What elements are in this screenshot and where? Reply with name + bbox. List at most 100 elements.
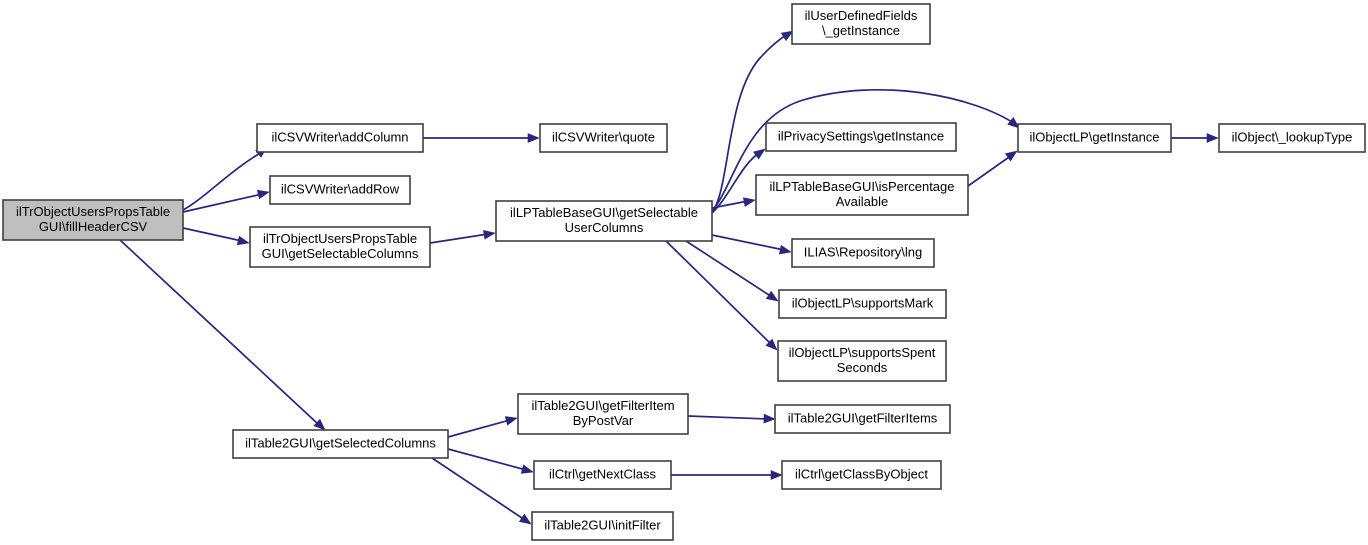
nodes-layer: ilTrObjectUsersPropsTableGUI\fillHeaderC… [2,3,1366,541]
graph-node-addColumn[interactable]: ilCSVWriter\addColumn [256,123,424,153]
node-box[interactable] [755,174,969,216]
edge-arrowhead-icon [1206,133,1219,143]
node-box[interactable] [256,123,424,153]
edge-getSelectableUserColumns-to-isPercentageAvailable [711,197,756,209]
edge-arrowhead-icon [313,418,326,431]
edge-fillHeaderCSV-to-getSelectedColumns [119,239,326,431]
node-label-line: ilCtrl\getClassByObject [795,466,928,481]
edge-arrowhead-icon [780,30,794,42]
graph-node-getSelectableUserColumns[interactable]: ilLPTableBaseGUI\getSelectableUserColumn… [495,200,713,242]
graph-node-userDefinedFields[interactable]: ilUserDefinedFields\_getInstance [791,3,931,45]
node-box[interactable] [269,175,411,205]
edge-arrowhead-icon [1007,117,1020,129]
edge-getSelectedColumns-to-getNextClass [447,448,534,474]
node-box[interactable] [232,429,449,459]
node-box[interactable] [539,123,668,153]
edge-line [182,227,243,242]
edge-arrowhead-icon [778,244,792,255]
graph-node-addRow[interactable]: ilCSVWriter\addRow [269,175,411,205]
edge-getFilterItemByPostVar-to-getFilterItems [687,413,776,424]
edge-line [711,200,749,209]
node-label-line: GUI\getSelectableColumns [262,246,419,261]
node-label-line: ilTable2GUI\getSelectedColumns [245,435,436,450]
node-label-line: ilLPTableBaseGUI\isPercentage [770,179,955,194]
edge-line [687,415,769,420]
node-box[interactable] [777,340,947,382]
graph-node-objectLPgetInstance[interactable]: ilObjectLP\getInstance [1017,123,1172,153]
node-box[interactable] [791,238,935,268]
graph-node-getFilterItems[interactable]: ilTable2GUI\getFilterItems [774,404,951,434]
edge-fillHeaderCSV-to-addRow [182,189,270,213]
edge-line [182,151,263,211]
node-label-line: ILIAS\Repository\lng [804,244,923,259]
edge-getSelectedColumns-to-initFilter [431,457,532,525]
edge-getSelectableUserColumns-to-repositoryLng [711,234,792,255]
node-box[interactable] [778,289,947,319]
edge-arrowhead-icon [504,416,518,426]
node-box[interactable] [791,3,931,45]
graph-node-initFilter[interactable]: ilTable2GUI\initFilter [531,511,674,541]
edge-line [711,88,1016,212]
graph-node-quote[interactable]: ilCSVWriter\quote [539,123,668,153]
edge-line [119,239,319,425]
edge-arrowhead-icon [236,235,250,246]
node-label-line: ilCSVWriter\addColumn [271,129,408,144]
node-box[interactable] [1218,123,1366,153]
graph-node-getClassByObject[interactable]: ilCtrl\getClassByObject [781,460,942,490]
node-box[interactable] [765,122,957,152]
node-label-line: ilCSVWriter\quote [552,129,655,144]
node-label-line: Available [836,194,889,209]
edge-getSelectedColumns-to-getFilterItemByPostVar [447,416,518,438]
edge-getSelectableUserColumns-to-supportsSpentSeconds [665,240,778,351]
node-box[interactable] [531,511,674,541]
graph-node-getSelectedColumns[interactable]: ilTable2GUI\getSelectedColumns [232,429,449,459]
graph-node-getNextClass[interactable]: ilCtrl\getNextClass [533,460,672,490]
edge-line [431,457,526,521]
edge-line [447,448,527,471]
edge-getSelectableColumns-to-getSelectableUserColumns [429,229,496,244]
node-label-line: ilObjectLP\supportsSpent [789,345,936,360]
edge-line [711,234,785,251]
edge-line [967,154,1013,187]
node-label-line: GUI\fillHeaderCSV [39,219,148,234]
node-label-line: \_getInstance [822,23,900,38]
node-box[interactable] [1017,123,1172,153]
graph-node-privacySettings[interactable]: ilPrivacySettings\getInstance [765,122,957,152]
node-box[interactable] [533,460,672,490]
edge-arrowhead-icon [742,197,756,207]
edge-arrowhead-icon [753,148,766,160]
graph-node-supportsMark[interactable]: ilObjectLP\supportsMark [778,289,947,319]
edge-addColumn-to-quote [423,133,540,143]
node-box[interactable] [249,226,431,268]
edge-getSelectableUserColumns-to-supportsMark [685,240,779,302]
node-label-line: Seconds [837,360,888,375]
edge-objectLPgetInstance-to-lookupType [1171,133,1219,143]
edge-line [665,240,773,346]
edge-arrowhead-icon [520,464,534,474]
edge-arrowhead-icon [765,338,778,351]
graph-node-repositoryLng[interactable]: ILIAS\Repository\lng [791,238,935,268]
node-label-line: ilObjectLP\getInstance [1029,129,1159,144]
node-label-line: ByPostVar [573,413,634,428]
node-box[interactable] [774,404,951,434]
node-box[interactable] [517,393,689,435]
node-box[interactable] [781,460,942,490]
edge-line [429,233,489,244]
node-label-line: ilTable2GUI\initFilter [544,517,661,532]
graph-node-fillHeaderCSV[interactable]: ilTrObjectUsersPropsTableGUI\fillHeaderC… [2,199,184,241]
node-box[interactable] [495,200,713,242]
graph-node-getSelectableColumns[interactable]: ilTrObjectUsersPropsTableGUI\getSelectab… [249,226,431,268]
edge-arrowhead-icon [483,229,496,240]
edge-line [182,193,263,213]
edge-line [685,240,773,298]
edge-line [447,419,511,438]
node-label-line: ilObject\_lookupType [1232,129,1353,144]
node-box[interactable] [2,199,184,241]
graph-node-lookupType[interactable]: ilObject\_lookupType [1218,123,1366,153]
node-label-line: ilPrivacySettings\getInstance [778,128,944,143]
